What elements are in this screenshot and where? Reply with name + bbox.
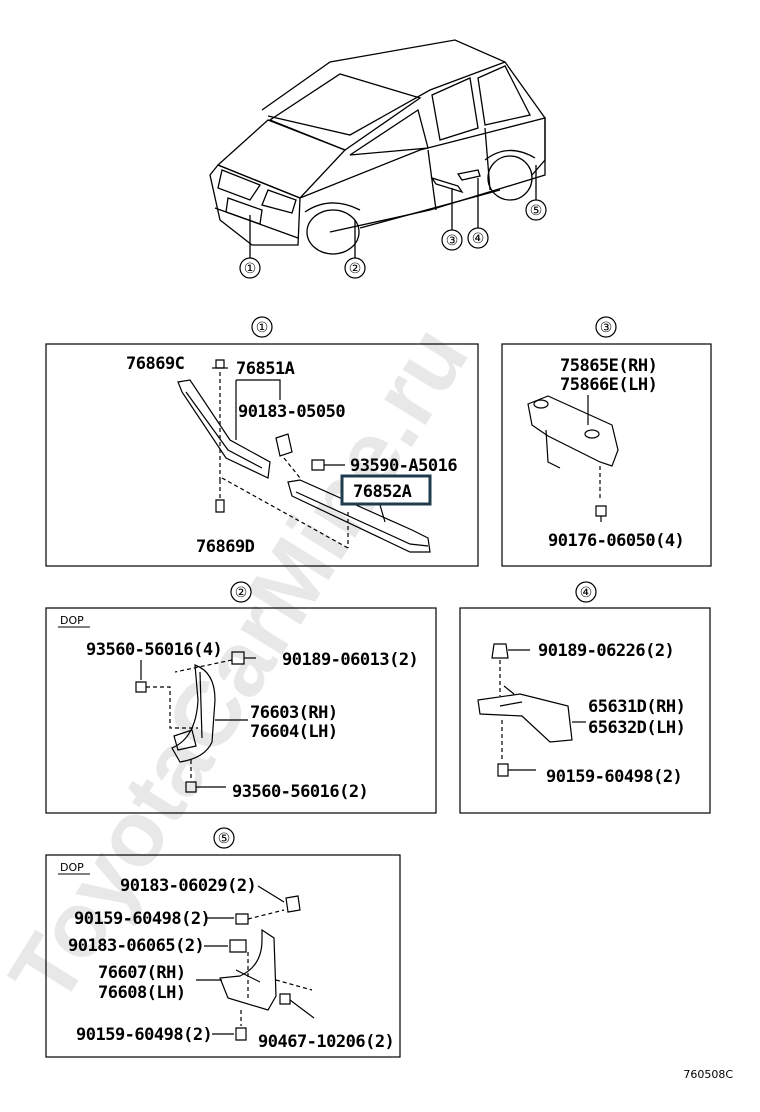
part-76869D: 76869D xyxy=(196,537,255,557)
panel-1: ① 7686 xyxy=(45,316,479,567)
part-76603-RH: 76603(RH) xyxy=(250,703,338,723)
part-90176-06050: 90176-06050(4) xyxy=(548,531,684,551)
panel-1-marker: ① xyxy=(256,320,269,336)
panel-2-tag: DOP xyxy=(60,614,84,627)
part-90467-10206: 90467-10206(2) xyxy=(258,1032,394,1052)
overview-marker-3: ③ xyxy=(446,233,459,249)
part-76869C: 76869C xyxy=(126,354,184,374)
part-76608-LH: 76608(LH) xyxy=(98,983,186,1003)
overview-marker-4: ④ xyxy=(472,231,485,247)
marker-circle-2 xyxy=(344,257,366,279)
panel-5-marker-circle xyxy=(213,827,235,849)
part-93590-A5016: 93590-A5016 xyxy=(350,456,457,476)
part-90183-06029: 90183-06029(2) xyxy=(120,876,256,896)
panel-3-frame xyxy=(501,343,712,567)
panel-3-marker: ③ xyxy=(600,320,613,336)
marker-circle-3 xyxy=(441,229,463,251)
panel-2-drawing xyxy=(135,651,256,793)
panel-5-drawing xyxy=(196,885,315,1041)
part-75865E-RH: 75865E(RH) xyxy=(560,356,657,376)
panel-5-frame xyxy=(45,854,401,1058)
part-76851A: 76851A xyxy=(236,359,295,379)
highlight-box[interactable] xyxy=(340,474,432,506)
part-93560-56016-2: 93560-56016(2) xyxy=(232,782,368,802)
panel-5-tag: DOP xyxy=(60,861,84,874)
panel-3: ③ 75865E(RH) 75866E(LH) 90176-06050(4) xyxy=(501,316,712,567)
overview-markers: ① ② ③ ④ ⑤ xyxy=(239,199,547,279)
part-90183-06065: 90183-06065(2) xyxy=(68,936,204,956)
part-90159-60498: 90159-60498(2) xyxy=(546,767,682,787)
panel-2-marker: ② xyxy=(235,585,248,601)
car-overview xyxy=(209,39,546,258)
part-65631D-RH: 65631D(RH) xyxy=(588,697,685,717)
panel-3-marker-circle xyxy=(595,316,617,338)
part-90183-05050: 90183-05050 xyxy=(238,402,345,422)
marker-circle-1 xyxy=(239,257,261,279)
part-75866E-LH: 75866E(LH) xyxy=(560,375,657,395)
part-76604-LH: 76604(LH) xyxy=(250,722,338,742)
panel-1-frame xyxy=(45,343,479,567)
panel-1-marker-circle xyxy=(251,316,273,338)
overview-marker-2: ② xyxy=(349,261,362,277)
part-90189-06226: 90189-06226(2) xyxy=(538,641,674,661)
part-90159-60498-b: 90159-60498(2) xyxy=(76,1025,212,1045)
panel-4-frame xyxy=(459,607,711,814)
panel-2-marker-circle xyxy=(230,581,252,603)
footer-code: 760508C xyxy=(683,1068,733,1081)
panel-2-frame xyxy=(45,607,437,814)
panel-5: ⑤ DOP 90183-06029(2) 90159-60498(2) xyxy=(45,827,401,1058)
part-90189-06013: 90189-06013(2) xyxy=(282,650,418,670)
panel-4-drawing xyxy=(477,643,586,777)
part-93560-56016-4: 93560-56016(4) xyxy=(86,640,222,660)
panel-5-marker: ⑤ xyxy=(218,831,231,847)
panel-2: ② DOP 93560-56016(4) 90189-06013(2) xyxy=(45,581,437,814)
part-65632D-LH: 65632D(LH) xyxy=(588,718,685,738)
panel-4-marker-circle xyxy=(575,581,597,603)
panel-1-drawing xyxy=(177,359,431,553)
panel-3-drawing xyxy=(527,395,619,522)
marker-circle-4 xyxy=(467,227,489,249)
overview-marker-5: ⑤ xyxy=(530,203,543,219)
part-90159-60498-a: 90159-60498(2) xyxy=(74,909,210,929)
marker-circle-5 xyxy=(525,199,547,221)
part-76852A-highlighted[interactable]: 76852A xyxy=(353,482,412,502)
panel-4: ④ 90189-06226(2) 65631D(RH) 65632D(LH) 9… xyxy=(459,581,711,814)
overview-marker-1: ① xyxy=(244,261,257,277)
part-76607-RH: 76607(RH) xyxy=(98,963,186,983)
panel-4-marker: ④ xyxy=(580,585,593,601)
